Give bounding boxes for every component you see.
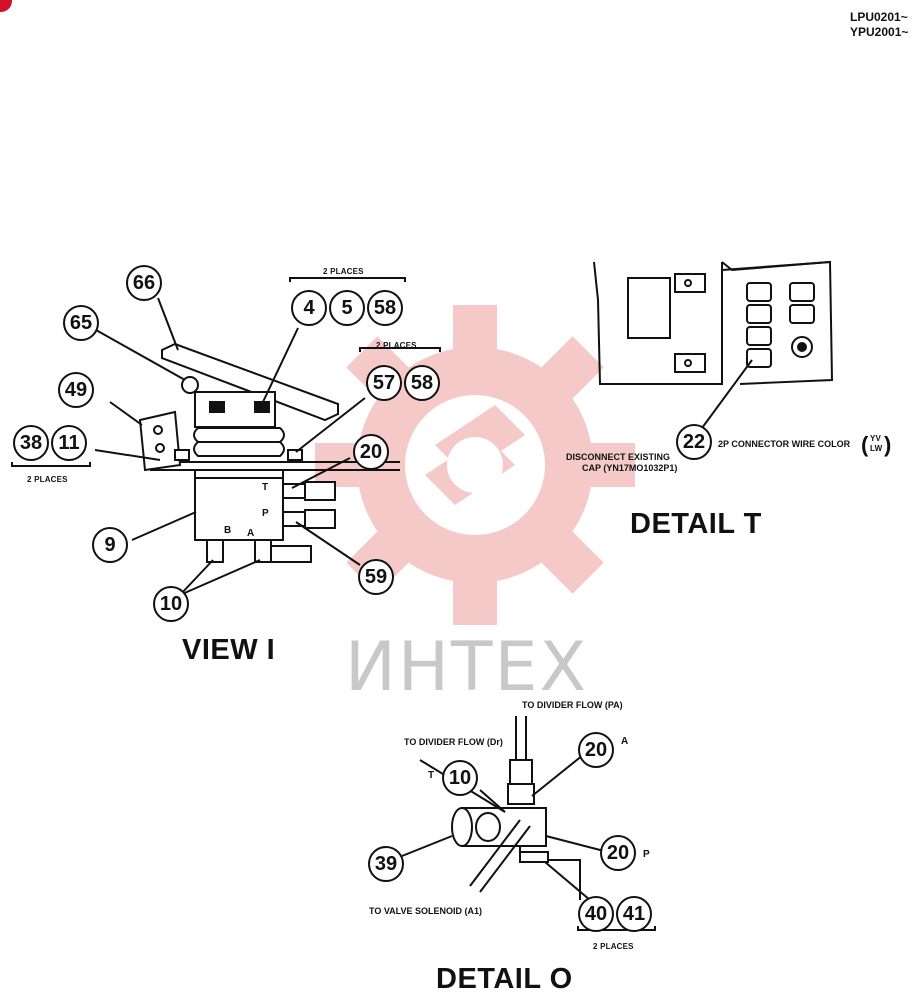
port-t-label: T (262, 482, 269, 493)
callout-38: 38 (13, 425, 49, 461)
detail-o-port-t: T (428, 770, 435, 781)
port-b-label: B (224, 525, 232, 536)
callout-4: 4 (291, 290, 327, 326)
callout-9: 9 (92, 527, 128, 563)
callout-58b: 58 (404, 365, 440, 401)
note-disconnect-line1: DISCONNECT EXISTING (566, 452, 671, 462)
watermark-gear-icon (315, 305, 635, 625)
detail-t-title: DETAIL T (630, 508, 762, 540)
serial-range-2: YPU2001~ (850, 25, 909, 39)
callout-5: 5 (329, 290, 365, 326)
callout-39: 39 (368, 846, 404, 882)
note-2-places-b: 2 PLACES (376, 341, 417, 350)
callout-10-detail: 10 (442, 760, 478, 796)
note-to-divider-pa: TO DIVIDER FLOW (PA) (522, 700, 623, 710)
note-2-places-a: 2 PLACES (323, 267, 364, 276)
port-p-label: P (262, 508, 269, 519)
callout-57: 57 (366, 365, 402, 401)
watermark-text: ИНТЕХ (345, 628, 589, 707)
callout-41: 41 (616, 896, 652, 932)
callout-22: 22 (676, 424, 712, 460)
callout-58: 58 (367, 290, 403, 326)
callout-40: 40 (578, 896, 614, 932)
note-to-valve-solenoid: TO VALVE SOLENOID (A1) (369, 906, 483, 916)
note-2-places-c: 2 PLACES (27, 475, 68, 484)
wire-color-paren-left: ( (861, 432, 869, 457)
callout-10: 10 (153, 586, 189, 622)
callout-11: 11 (51, 425, 87, 461)
callout-20: 20 (353, 434, 389, 470)
wire-color-1: YV (870, 434, 882, 443)
wire-color-2: LW (870, 444, 883, 453)
view-i-title: VIEW I (182, 634, 276, 666)
port-a-label: A (247, 528, 255, 539)
note-2-places-d: 2 PLACES (593, 942, 634, 951)
callout-59: 59 (358, 559, 394, 595)
detail-o-port-a: A (621, 736, 629, 747)
note-disconnect-line2: CAP (YN17MO1032P1) (582, 463, 678, 473)
detail-o-port-p: P (643, 849, 650, 860)
wire-color-paren-right: ) (884, 432, 892, 457)
callout-49: 49 (58, 372, 94, 408)
callout-66: 66 (126, 265, 162, 301)
callout-20-detail-a: 20 (578, 732, 614, 768)
detail-o-title: DETAIL O (436, 963, 573, 995)
note-to-divider-dr: TO DIVIDER FLOW (Dr) (404, 737, 503, 747)
callout-20-detail-p: 20 (600, 835, 636, 871)
note-connector: 2P CONNECTOR WIRE COLOR (718, 439, 851, 449)
callout-65: 65 (63, 305, 99, 341)
serial-range-1: LPU0201~ (850, 10, 908, 24)
